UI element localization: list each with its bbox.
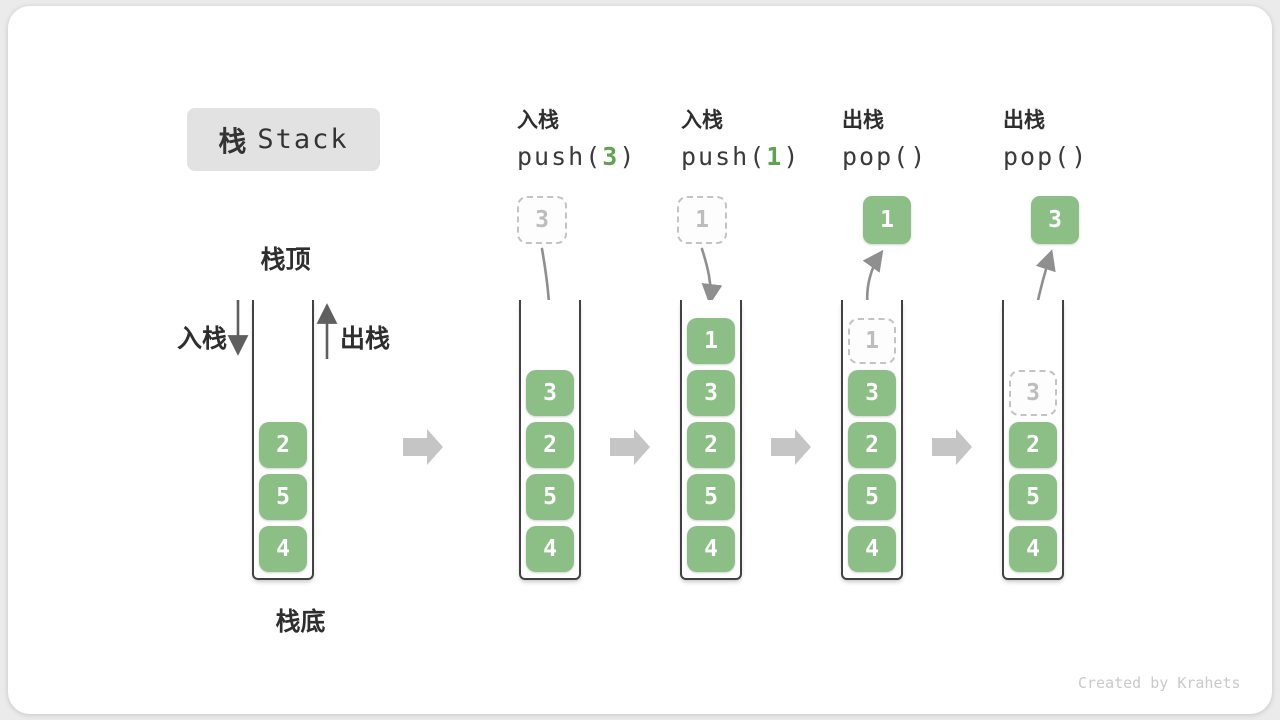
stage-op-label: 出栈 xyxy=(842,109,884,132)
label-push: 入栈 xyxy=(176,325,227,353)
title-en: Stack xyxy=(257,124,349,155)
stack-well: 2 5 4 xyxy=(252,300,314,580)
label-pop: 出栈 xyxy=(340,325,391,353)
code-pre: pop( xyxy=(842,142,911,171)
code-arg: 1 xyxy=(766,142,784,171)
stack-element-ghost: 3 xyxy=(1009,370,1057,416)
code-post: ) xyxy=(619,142,637,171)
stack-element: 5 xyxy=(687,474,735,520)
stage-op-label: 入栈 xyxy=(681,109,723,132)
stage-header: 入栈 push(1) xyxy=(681,106,800,171)
pending-element: 3 xyxy=(517,196,567,244)
title-zh: 栈 xyxy=(218,125,247,157)
stage-header: 出栈 pop() xyxy=(1003,106,1088,171)
stack-element: 4 xyxy=(687,526,735,572)
code-pre: pop( xyxy=(1003,142,1072,171)
stack-well: 1 3 2 5 4 xyxy=(680,300,742,580)
stage-code: push(1) xyxy=(681,143,800,171)
stage-header: 入栈 push(3) xyxy=(517,106,636,171)
stack-element: 3 xyxy=(848,370,896,416)
stack-element: 2 xyxy=(1009,422,1057,468)
stack-element: 3 xyxy=(526,370,574,416)
stack-element: 5 xyxy=(526,474,574,520)
stack-element: 2 xyxy=(259,422,307,468)
code-post: ) xyxy=(783,142,801,171)
stage-code: pop() xyxy=(1003,143,1088,171)
stack-element: 5 xyxy=(259,474,307,520)
stack-element: 4 xyxy=(1009,526,1057,572)
code-pre: push( xyxy=(681,142,767,171)
pending-element: 1 xyxy=(677,196,727,244)
stage-op-label: 出栈 xyxy=(1003,109,1045,132)
watermark: Created by Krahets xyxy=(1078,674,1241,692)
stage-op-label: 入栈 xyxy=(517,109,559,132)
stack-element: 2 xyxy=(526,422,574,468)
stack-element: 4 xyxy=(526,526,574,572)
stack-element: 2 xyxy=(848,422,896,468)
stack-element: 5 xyxy=(1009,474,1057,520)
stack-element: 4 xyxy=(259,526,307,572)
stack-element: 3 xyxy=(687,370,735,416)
stage-header: 出栈 pop() xyxy=(842,106,927,171)
label-stack-top: 栈顶 xyxy=(260,246,311,274)
stack-element-ghost: 1 xyxy=(848,318,896,364)
stage-code: pop() xyxy=(842,143,927,171)
stack-well: 3 2 5 4 xyxy=(1002,300,1064,580)
stack-well: 3 2 5 4 xyxy=(519,300,581,580)
label-stack-bottom: 栈底 xyxy=(275,608,326,636)
code-arg: 3 xyxy=(602,142,620,171)
stack-element: 5 xyxy=(848,474,896,520)
popped-element: 3 xyxy=(1031,196,1079,244)
stack-well: 1 3 2 5 4 xyxy=(841,300,903,580)
stack-element: 2 xyxy=(687,422,735,468)
stack-element: 1 xyxy=(687,318,735,364)
code-post: ) xyxy=(1071,142,1089,171)
code-post: ) xyxy=(910,142,928,171)
code-pre: push( xyxy=(517,142,603,171)
stage-code: push(3) xyxy=(517,143,636,171)
title-box: 栈 Stack xyxy=(187,108,380,171)
popped-element: 1 xyxy=(863,196,911,244)
stack-element: 4 xyxy=(848,526,896,572)
